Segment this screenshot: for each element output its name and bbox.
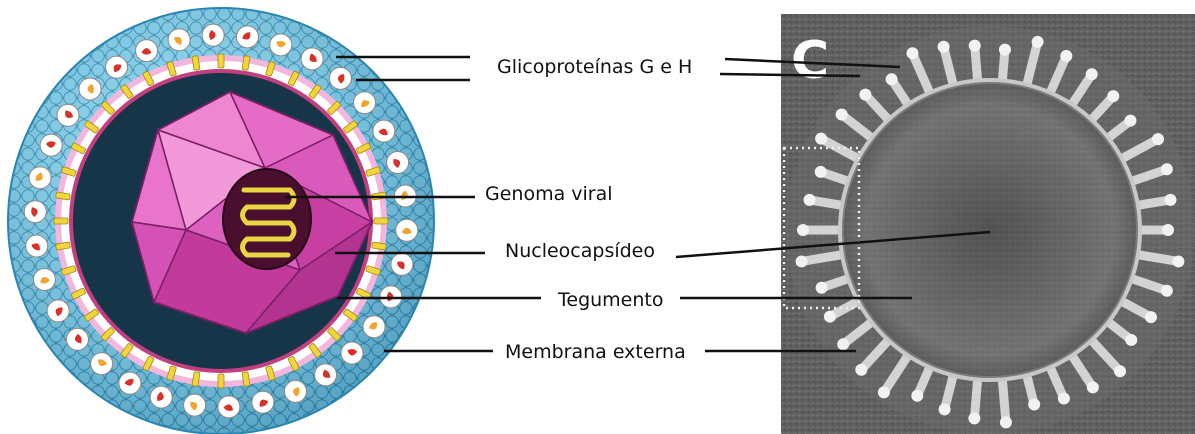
glycoprotein-bead: [168, 29, 190, 51]
em-spike-tip: [886, 73, 898, 85]
em-spike-tip: [1125, 334, 1137, 346]
glycoprotein-bead: [270, 34, 292, 56]
label-outer-membrane: Membrana externa: [505, 341, 686, 363]
glycoprotein-bead: [329, 67, 351, 89]
em-spike-tip: [824, 311, 836, 323]
em-spike-tip: [1086, 68, 1098, 80]
glycoprotein-bead: [184, 394, 206, 416]
em-spike-tip: [1172, 255, 1184, 267]
glycoprotein-bead: [150, 386, 172, 408]
em-spike-tip: [1114, 365, 1126, 377]
label-viral-genome: Genoma viral: [485, 183, 613, 205]
membrane-bar: [218, 374, 224, 388]
glycoprotein-bead: [363, 316, 385, 338]
glycoprotein-bead: [79, 78, 101, 100]
label-tegument: Tegumento: [558, 289, 663, 311]
em-spike-tip: [815, 166, 827, 178]
glycoprotein-bead: [396, 219, 418, 241]
em-spike-tip: [911, 390, 923, 402]
glycoprotein-bead: [301, 48, 323, 70]
em-spike-tip: [1161, 163, 1173, 175]
glycoprotein-bead: [373, 120, 395, 142]
panel-letter: C: [791, 31, 829, 91]
em-spike-tip: [1161, 285, 1173, 297]
em-spike-tip: [803, 194, 815, 206]
glycoprotein-bead: [29, 167, 51, 189]
em-spike-tip: [816, 282, 828, 294]
em-spike-tip: [999, 44, 1011, 56]
em-spike: [1002, 379, 1006, 422]
em-spike-tip: [939, 403, 951, 415]
em-spike-tip: [1152, 133, 1164, 145]
glycoprotein-bead: [387, 152, 409, 174]
em-spike-tip: [1058, 393, 1070, 405]
glycoprotein-bead: [105, 56, 127, 78]
em-spike-tip: [796, 255, 808, 267]
em-spike-tip: [1032, 36, 1044, 48]
em-spike-tip: [797, 224, 809, 236]
glycoprotein-bead: [354, 92, 376, 114]
virion-illustration: [8, 8, 434, 434]
glycoprotein-bead: [40, 134, 62, 156]
em-spike-tip: [968, 412, 980, 424]
glycoprotein-bead: [236, 26, 258, 48]
glycoprotein-bead: [47, 300, 69, 322]
em-spike-tip: [878, 386, 890, 398]
em-spike-tip: [1000, 416, 1012, 428]
glycoprotein-bead: [136, 40, 158, 62]
em-spike-tip: [836, 109, 848, 121]
glycoprotein-bead: [57, 104, 79, 126]
glycoprotein-bead: [202, 24, 224, 46]
em-spike-tip: [1145, 311, 1157, 323]
membrane-bar: [218, 54, 224, 68]
glycoprotein-bead: [315, 364, 337, 386]
membrane-bar: [374, 218, 388, 224]
em-spike-tip: [859, 89, 871, 101]
em-spike-tip: [969, 40, 981, 52]
em-spike-tip: [1028, 398, 1040, 410]
em-spike-tip: [906, 47, 918, 59]
viral-genome: [223, 169, 311, 269]
label-nucleocapsid: Nucleocapsídeo: [505, 240, 655, 262]
glycoprotein-bead: [391, 253, 413, 275]
glycoprotein-bead: [119, 372, 141, 394]
glycoprotein-bead: [26, 235, 48, 257]
glycoprotein-bead: [218, 396, 240, 418]
em-spike-tip: [815, 133, 827, 145]
em-spike-tip: [1162, 224, 1174, 236]
em-spike-tip: [855, 364, 867, 376]
glycoprotein-bead: [284, 380, 306, 402]
membrane-bar: [54, 218, 68, 224]
em-spike-tip: [1087, 381, 1099, 393]
glycoprotein-bead: [24, 201, 46, 223]
em-spike-tip: [1165, 194, 1177, 206]
em-spike-tip: [837, 338, 849, 350]
label-glycoproteins: Glicoproteínas G e H: [497, 56, 692, 78]
em-spike-tip: [938, 41, 950, 53]
glycoprotein-bead: [33, 268, 55, 290]
glycoprotein-bead: [91, 353, 113, 375]
glycoprotein-bead: [252, 391, 274, 413]
glycoprotein-bead: [66, 328, 88, 350]
glycoprotein-bead: [341, 342, 363, 364]
em-spike-tip: [1124, 115, 1136, 127]
em-spike-tip: [1060, 50, 1072, 62]
em-spike-tip: [1107, 90, 1119, 102]
